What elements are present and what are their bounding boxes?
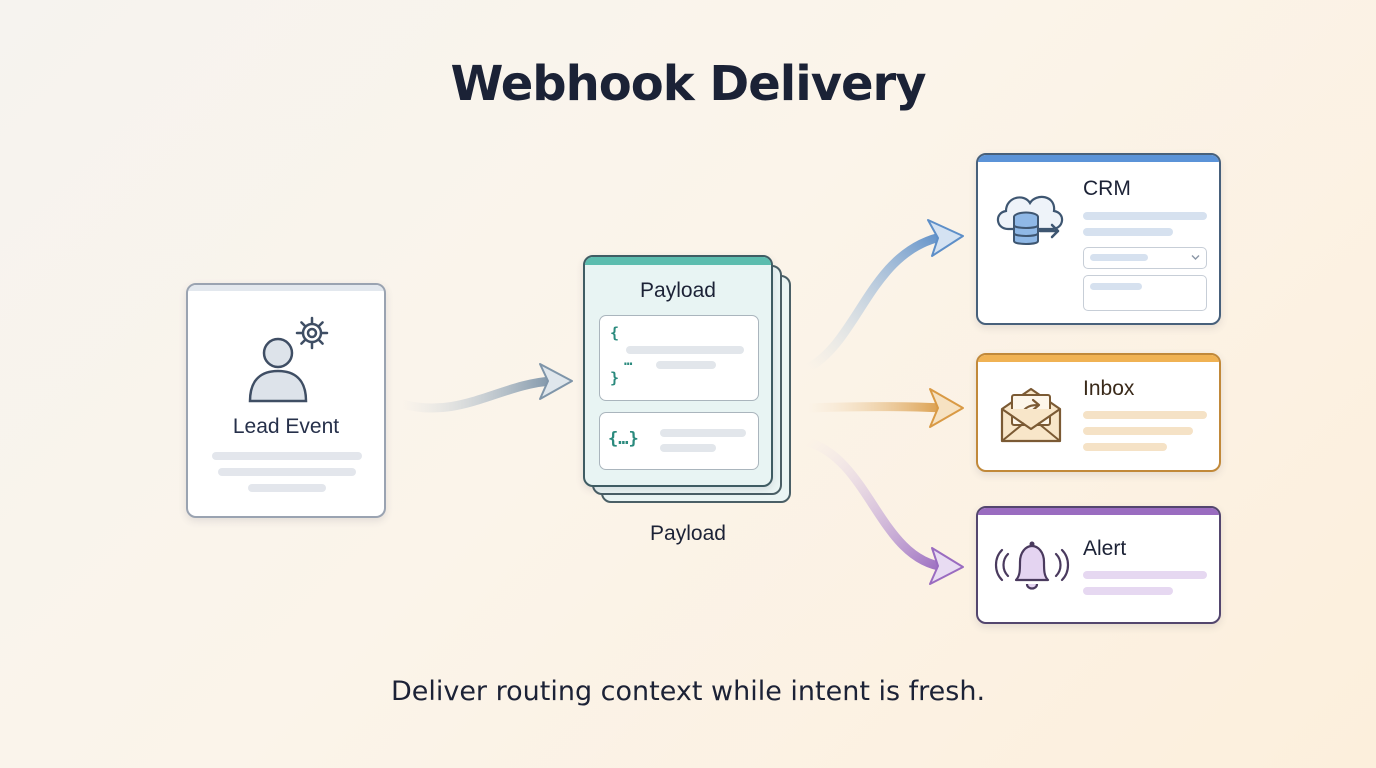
placeholder-line (1090, 254, 1148, 261)
inbox-card[interactable]: Inbox (976, 353, 1221, 472)
alert-label: Alert (1083, 537, 1127, 560)
code-brace-open: { (610, 324, 620, 342)
arrowhead-lead-to-payload (539, 363, 573, 400)
cloud-database-icon (996, 195, 1064, 245)
user-icon (248, 337, 308, 403)
payload-card[interactable]: Payload { … } {…} (583, 255, 773, 487)
arrowhead-payload-to-crm (927, 219, 964, 257)
placeholder-line (660, 444, 716, 452)
card-top-strip (585, 257, 771, 265)
diagram-caption: Deliver routing context while intent is … (390, 676, 986, 707)
placeholder-line (1083, 443, 1167, 451)
placeholder-line (1083, 587, 1173, 595)
placeholder-line (1083, 212, 1207, 220)
card-top-strip (978, 355, 1219, 362)
placeholder-line (660, 429, 746, 437)
code-object: {…} (608, 429, 639, 449)
placeholder-line (1083, 427, 1193, 435)
crm-select-field[interactable] (1083, 247, 1207, 269)
code-brace-close: } (610, 369, 620, 387)
placeholder-line (1083, 411, 1207, 419)
inbox-label: Inbox (1083, 377, 1135, 400)
arrow-payload-to-inbox (803, 402, 950, 413)
payload-title: Payload (640, 279, 716, 302)
alert-card[interactable]: Alert (976, 506, 1221, 624)
bell-icon (994, 541, 1070, 590)
code-ellipsis: … (624, 353, 633, 369)
placeholder-line (1083, 571, 1207, 579)
placeholder-line (1090, 283, 1142, 290)
card-top-strip (978, 508, 1219, 515)
placeholder-line (218, 468, 356, 476)
card-top-strip (188, 285, 384, 291)
lead-event-label: Lead Event (232, 415, 340, 438)
placeholder-line (656, 361, 716, 369)
diagram-title: Webhook Delivery (450, 56, 926, 112)
payload-code-block: { … } (599, 315, 759, 401)
arrow-lead-to-payload (397, 376, 557, 413)
placeholder-line (248, 484, 326, 492)
placeholder-line (1083, 228, 1173, 236)
arrow-payload-to-crm (803, 231, 950, 373)
chevron-down-icon (1191, 255, 1200, 260)
crm-text-field[interactable] (1083, 275, 1207, 311)
gear-icon (295, 316, 329, 350)
arrowhead-payload-to-inbox (929, 388, 964, 428)
placeholder-line (212, 452, 362, 460)
placeholder-line (626, 346, 744, 354)
crm-label: CRM (1083, 177, 1131, 200)
arrowhead-payload-to-alert (929, 547, 964, 585)
crm-card[interactable]: CRM (976, 153, 1221, 325)
payload-label: Payload (650, 522, 726, 545)
payload-object-block: {…} (599, 412, 759, 470)
envelope-icon (1000, 387, 1062, 443)
arrow-payload-to-alert (803, 437, 950, 572)
card-top-strip (978, 155, 1219, 162)
lead-event-card[interactable]: Lead Event (186, 283, 386, 518)
